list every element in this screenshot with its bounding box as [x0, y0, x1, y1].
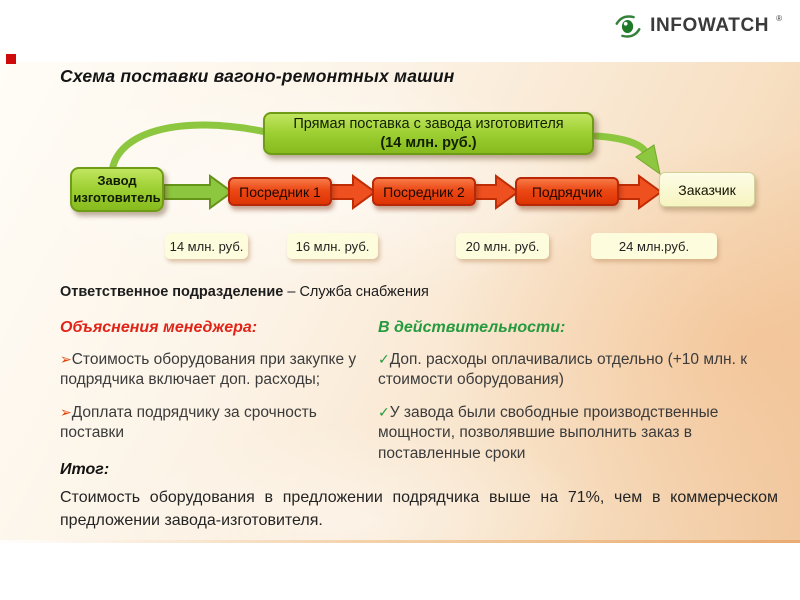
flow-arrow-red-1-icon: [329, 174, 377, 210]
red-accent-square: [6, 54, 16, 64]
direct-supply-line1: Прямая поставка с завода изготовителя: [293, 116, 564, 133]
responsible-label: Ответственное подразделение: [60, 284, 284, 300]
node-direct-supply: Прямая поставка с завода изготовителя (1…: [263, 112, 594, 155]
reality-bullet-2: ✓У завода были свободные производственны…: [378, 403, 750, 463]
check-bullet-icon: ✓: [378, 351, 390, 367]
reality-bullet-2-text: У завода были свободные производственные…: [378, 404, 719, 462]
infowatch-logo: INFOWATCH ®: [613, 13, 782, 40]
node-middleman-1: Посредник 1: [228, 177, 332, 206]
flow-arrow-red-2-icon: [472, 174, 520, 210]
direct-supply-line2: (14 млн. руб.): [380, 134, 477, 151]
price-label-4: 24 млн.руб.: [591, 233, 717, 259]
result-text: Стоимость оборудования в предложении под…: [60, 489, 778, 530]
price-label-1: 14 млн. руб.: [165, 233, 248, 259]
node-customer: Заказчик: [659, 172, 755, 207]
price-label-3: 20 млн. руб.: [456, 233, 549, 259]
curved-arrow-left: [108, 121, 270, 176]
manager-bullet-1: ➢Стоимость оборудования при закупке у по…: [60, 350, 376, 390]
reality-bullet-1-text: Доп. расходы оплачивались отдельно (+10 …: [378, 351, 747, 389]
reality-heading: В действительности:: [378, 319, 566, 336]
infowatch-logo-text: INFOWATCH: [650, 15, 770, 36]
reality-column: В действительности: ✓Доп. расходы оплачи…: [378, 319, 750, 477]
result-heading: Итог:: [60, 461, 110, 478]
curved-arrowhead-icon: [635, 144, 661, 176]
node-contractor: Подрядчик: [515, 177, 619, 206]
check-bullet-icon: ✓: [378, 404, 390, 421]
responsible-line: Ответственное подразделение – Служба сна…: [60, 284, 429, 300]
node-factory: Завод изготовитель: [70, 167, 164, 212]
bottom-gradient-strip: [0, 540, 800, 543]
arrow-bullet-icon: ➢: [60, 404, 72, 421]
node-middleman-2: Посредник 2: [372, 177, 476, 206]
manager-column: Объяснения менеджера: ➢Стоимость оборудо…: [60, 319, 376, 457]
curved-arrow-right: [592, 132, 649, 155]
flow-arrow-green-icon: [163, 174, 234, 210]
diagram-arrows-layer: [108, 121, 663, 210]
manager-heading: Объяснения менеджера:: [60, 319, 258, 336]
manager-bullet-1-text: Стоимость оборудования при закупке у под…: [60, 351, 357, 389]
reality-bullet-1: ✓Доп. расходы оплачивались отдельно (+10…: [378, 350, 750, 390]
slide-title: Схема поставки вагоно-ремонтных машин: [60, 66, 455, 86]
manager-bullet-2-text: Доплата подрядчику за срочность поставки: [60, 404, 317, 442]
arrow-bullet-icon: ➢: [60, 351, 72, 367]
manager-bullet-2: ➢Доплата подрядчику за срочность поставк…: [60, 403, 376, 443]
infowatch-eye-icon: [615, 15, 641, 38]
registered-mark: ®: [776, 14, 782, 23]
flow-arrow-red-3-icon: [615, 174, 663, 210]
responsible-value: – Служба снабжения: [283, 284, 429, 300]
price-label-2: 16 млн. руб.: [287, 233, 378, 259]
